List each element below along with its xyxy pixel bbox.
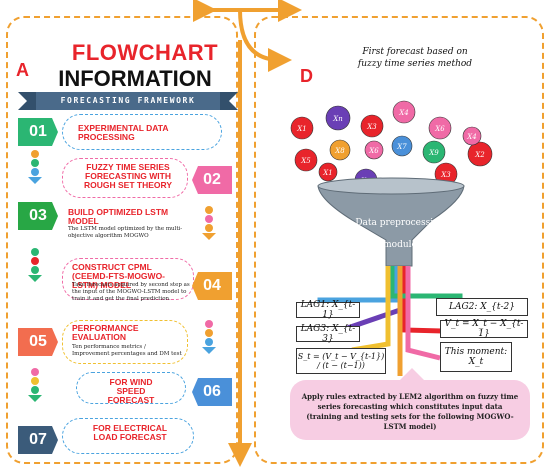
moment-line1: This moment:: [444, 347, 508, 357]
st-box: S_t = (V_t − V_{t-1}) / (t − (t−1)): [296, 348, 386, 374]
title-flowchart: FLOWCHART: [71, 40, 219, 65]
ball-5: [294, 148, 318, 172]
ball-label-14: X6: [368, 147, 379, 155]
ball-label-7: X7: [396, 143, 407, 151]
funnel-shape: [317, 185, 465, 267]
step-title-05: PERFORMANCE EVALUATION: [72, 323, 139, 342]
lem2-callout: Apply rules extracted by LEM2 algorithm …: [290, 368, 530, 440]
left-panel-frame: [6, 16, 238, 464]
step-number-05: 05: [18, 328, 58, 356]
step-number-02: 02: [192, 166, 232, 194]
step-desc-05: Ten performance metrics / Improvement pe…: [72, 344, 182, 357]
step-title-04: CONSTRUCT CPML (CEEMD-FTS-MOGWO-LSTM) MO…: [72, 262, 166, 290]
step-title-07: FOR ELECTRICAL LOAD FORECAST: [92, 423, 168, 442]
ball-label-12: X3: [440, 171, 451, 179]
right-panel-frame: [254, 16, 544, 464]
funnel-label-line2: module: [383, 240, 417, 250]
step-bubble-07[interactable]: [62, 418, 194, 454]
dots-icon-03: [28, 248, 42, 282]
ball-3: [392, 100, 416, 124]
right-heading-line1: First forecast based on: [362, 47, 468, 57]
ball-label-9: X2: [474, 151, 485, 159]
ribbon-banner: FORECASTING FRAMEWORK: [18, 92, 238, 110]
lag3-box: LAG3: X_{t-3}: [296, 324, 360, 344]
title-information: INFORMATION: [58, 66, 212, 91]
step-title-03: BUILD OPTIMIZED LSTM MODEL: [68, 207, 169, 226]
step-title-01: EXPERIMENTAL DATA PROCESSING: [78, 123, 169, 142]
moment-box: This moment: X_t: [440, 342, 512, 372]
ball-label-2: X3: [366, 123, 377, 131]
funnel-label-line1: Data preprocessing: [355, 218, 445, 228]
step-desc-04: Take forecasts acquired by second step a…: [72, 282, 190, 302]
step-bubble-01[interactable]: [62, 114, 222, 150]
ball-label-1: Xn: [332, 115, 343, 123]
step-title-02: FUZZY TIME SERIES FORECASTING WITH ROUGH…: [84, 162, 172, 190]
panel-label-d: D: [300, 66, 313, 86]
step-number-01: 01: [18, 118, 58, 146]
dots-icon-05: [28, 368, 42, 402]
dots-icon-01: [28, 150, 42, 184]
step-bubble-06[interactable]: [76, 372, 186, 404]
ball-6: [329, 139, 351, 161]
ball-label-13: X4: [466, 133, 476, 141]
moment-line2: X_t: [468, 357, 484, 367]
funnel-label: Data preprocessing module: [340, 213, 460, 256]
ball-10: [318, 162, 338, 182]
lag2-box: LAG2: X_{t-2}: [436, 298, 528, 316]
step-bubble-02[interactable]: [62, 158, 188, 198]
ball-7: [391, 135, 413, 157]
dots-icon-02: [202, 206, 216, 240]
ball-label-6: X8: [334, 147, 345, 155]
ball-label-5: X5: [300, 157, 311, 165]
ball-13: [462, 126, 482, 146]
step-number-06: 06: [192, 378, 232, 406]
panel-label-a: A: [16, 60, 29, 80]
lag1-box: LAG1: X_{t-1}: [296, 300, 360, 320]
ball-1: [325, 105, 351, 131]
ball-label-8: X9: [428, 149, 439, 157]
vt-box: V_t = X_t − X_{t-1}: [440, 319, 528, 339]
step-bubble-04[interactable]: [62, 258, 194, 300]
ball-9: [467, 141, 493, 167]
ball-label-4: X6: [434, 125, 445, 133]
right-heading: First forecast based on fuzzy time serie…: [330, 46, 500, 70]
step-desc-03: The LSTM model optimized by the multi-ob…: [68, 226, 183, 239]
step-number-07: 07: [18, 426, 58, 454]
step-number-04: 04: [192, 272, 232, 300]
ball-14: [364, 140, 384, 160]
right-heading-line2: fuzzy time series method: [357, 59, 473, 69]
ball-label-3: X4: [398, 109, 408, 117]
dots-icon-04: [202, 320, 216, 354]
ball-8: [422, 140, 446, 164]
step-number-03: 03: [18, 202, 58, 230]
step-bubble-05[interactable]: [62, 320, 188, 364]
ball-0: [290, 116, 314, 140]
ball-label-0: X1: [296, 125, 306, 133]
step-title-06: FOR WIND SPEED FORECAST: [107, 377, 155, 405]
ball-label-10: X1: [322, 169, 332, 177]
ball-4: [428, 116, 452, 140]
ball-2: [360, 114, 384, 138]
